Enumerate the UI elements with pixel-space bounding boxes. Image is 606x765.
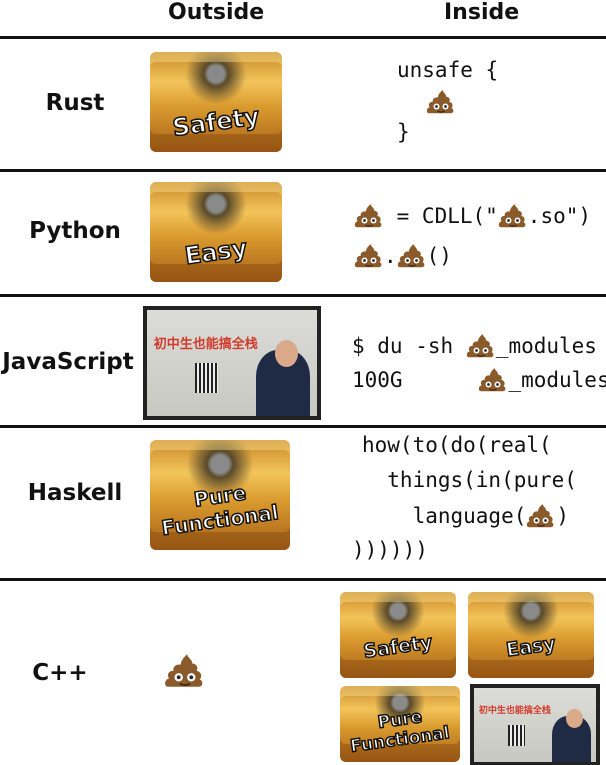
code-text: = CDLL(" <box>384 204 498 228</box>
poop-emoji-icon <box>354 202 384 230</box>
billboard-photo: 初中生也能搞全栈 <box>470 684 600 765</box>
header-inside: Inside <box>444 0 520 25</box>
treasure-box-image: Pure Functional <box>340 686 460 762</box>
code-line: = CDLL(" .so") <box>354 202 591 230</box>
poop-emoji-icon <box>426 88 456 116</box>
billboard-text: 初中生也能搞全栈 <box>153 336 258 352</box>
code-line <box>426 88 456 116</box>
code-line: unsafe { <box>397 58 499 82</box>
poop-emoji-icon <box>498 202 528 230</box>
code-text: ) <box>556 504 570 528</box>
treasure-box-image: Easy <box>468 592 594 678</box>
divider <box>0 294 606 297</box>
box-label: Easy <box>182 233 249 271</box>
billboard-text: 初中生也能搞全栈 <box>478 706 551 717</box>
code-line: how(to(do(real( <box>362 433 552 457</box>
divider <box>0 425 606 428</box>
poop-emoji-icon <box>397 242 427 270</box>
code-line: )))))) <box>352 538 428 562</box>
code-line: } <box>397 120 410 144</box>
divider <box>0 578 606 581</box>
code-text: 100G <box>352 368 479 392</box>
code-text: _modules <box>495 334 597 358</box>
language-javascript: JavaScript <box>2 349 134 375</box>
code-text: language( <box>362 504 527 528</box>
code-line: things(in(pure( <box>362 468 577 492</box>
code-line: 100G _modules <box>352 366 606 394</box>
divider <box>0 169 606 172</box>
language-cpp: C++ <box>32 660 88 686</box>
language-rust: Rust <box>45 90 105 116</box>
code-line: . () <box>354 242 452 270</box>
box-label: Safety <box>361 631 434 664</box>
treasure-box-image: Easy <box>150 182 282 282</box>
poop-emoji-icon <box>164 650 206 692</box>
treasure-box-image: Safety <box>340 592 456 678</box>
poop-emoji-icon <box>478 366 508 394</box>
billboard-photo: 初中生也能搞全栈 <box>143 306 321 420</box>
poop-emoji-icon <box>466 332 496 360</box>
code-line: language() <box>362 502 569 530</box>
box-label: Safety <box>170 101 262 142</box>
header-outside: Outside <box>168 0 265 25</box>
code-text: () <box>426 244 452 268</box>
language-python: Python <box>29 218 121 244</box>
treasure-box-image: Safety <box>150 52 282 152</box>
code-text: . <box>384 244 397 268</box>
poop-emoji-icon <box>354 242 384 270</box>
code-text: $ du -sh <box>352 334 466 358</box>
treasure-box-image: Pure Functional <box>150 440 290 550</box>
box-label: Easy <box>504 632 558 662</box>
code-line: $ du -sh _modules <box>352 332 597 360</box>
code-text: .so") <box>527 204 592 228</box>
poop-emoji-icon <box>526 502 556 530</box>
divider <box>0 36 606 39</box>
code-text: _modules <box>508 368 606 392</box>
language-haskell: Haskell <box>27 480 123 506</box>
